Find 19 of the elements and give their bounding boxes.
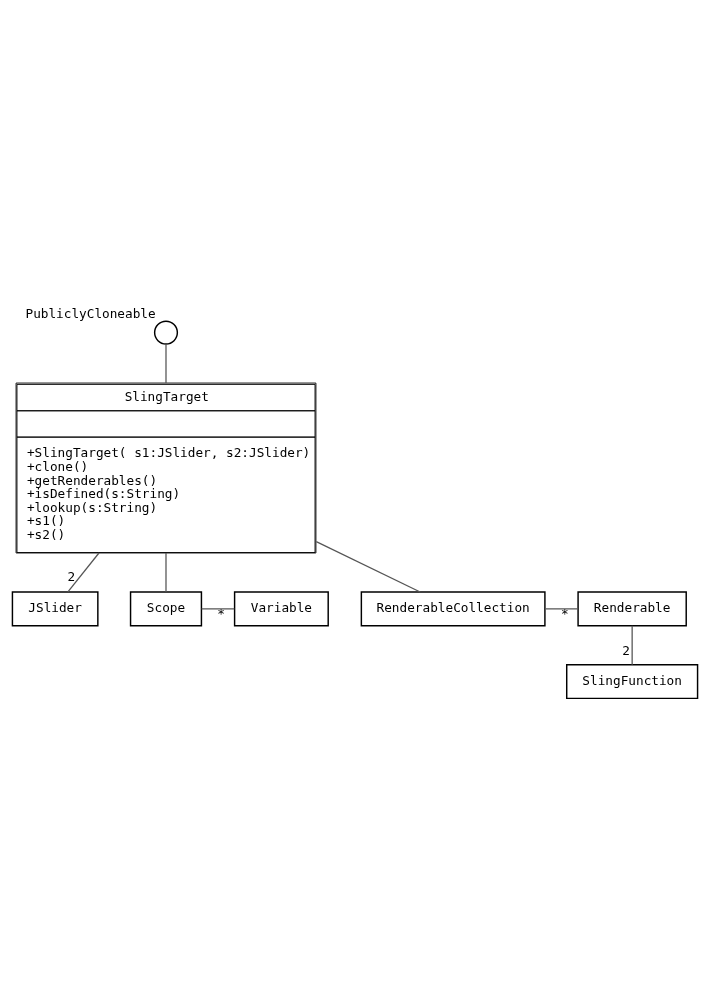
connector — [165, 551, 167, 593]
node-box: RenderableCollection — [360, 590, 546, 626]
node-label: PubliclyCloneable — [25, 305, 156, 321]
node-box: SlingFunction — [566, 663, 699, 699]
edge-label: * — [561, 605, 569, 621]
node-box: Scope — [129, 590, 203, 626]
edge-label: 2 — [622, 642, 630, 658]
connector — [631, 624, 633, 665]
connector — [67, 551, 100, 593]
edge-label: 2 — [67, 568, 76, 584]
node-box: Variable — [233, 590, 329, 626]
node-circle — [153, 320, 179, 345]
edge-label: * — [217, 605, 225, 621]
node-box: Renderable — [577, 590, 687, 626]
connector — [200, 607, 235, 609]
connector — [544, 607, 579, 609]
node-box: JSlider — [11, 590, 99, 626]
connector — [165, 342, 167, 384]
connector — [315, 540, 421, 593]
